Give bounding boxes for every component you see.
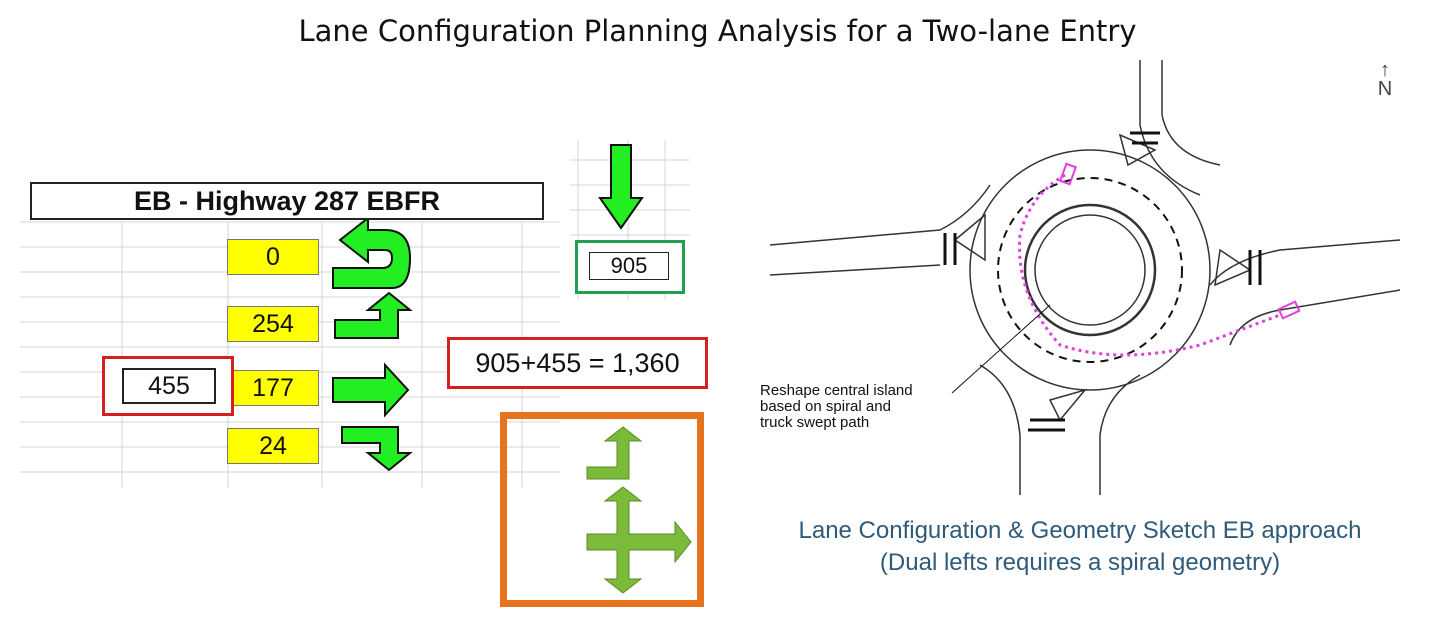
- lane-arrows-icon: [586, 426, 692, 594]
- caption-line: (Dual lefts requires a spiral geometry): [879, 549, 1281, 576]
- approach-header: EB - Highway 287 EBFR: [30, 182, 544, 220]
- right-arrow-icon: [341, 426, 413, 472]
- page-title: Lane Configuration Planning Analysis for…: [298, 14, 1137, 48]
- north-label: N: [1377, 78, 1393, 100]
- through-arrow-icon: [332, 362, 410, 418]
- north-arrow-icon: ↑ N: [1370, 60, 1400, 101]
- left-arrow-icon: [334, 291, 413, 339]
- left-volume: 254: [227, 306, 319, 342]
- u-turn-arrow-icon: [332, 215, 412, 289]
- lane-configuration-frame: [500, 412, 704, 607]
- southbound-volume: 905: [589, 252, 669, 280]
- southbound-volume-frame: 905: [575, 240, 685, 294]
- roundabout-sketch: [769, 60, 1401, 495]
- opposing-volume-frame: 455: [102, 356, 234, 416]
- southbound-arrow-icon: [598, 144, 644, 230]
- caption-line: Lane Configuration & Geometry Sketch EB …: [798, 517, 1362, 544]
- diagram-caption: Lane Configuration & Geometry Sketch EB …: [740, 515, 1420, 579]
- note-line: truck swept path: [760, 414, 870, 431]
- note-line: based on spiral and: [760, 398, 891, 415]
- right-volume: 24: [227, 428, 319, 464]
- opposing-volume: 455: [122, 368, 216, 404]
- volume-sum: 905+455 = 1,360: [447, 337, 708, 389]
- through-volume: 177: [227, 370, 319, 406]
- spiral-path: [1018, 173, 1281, 357]
- central-island-note: Reshape central island based on spiral a…: [760, 383, 913, 431]
- u-turn-volume: 0: [227, 239, 319, 275]
- note-line: Reshape central island: [760, 382, 913, 399]
